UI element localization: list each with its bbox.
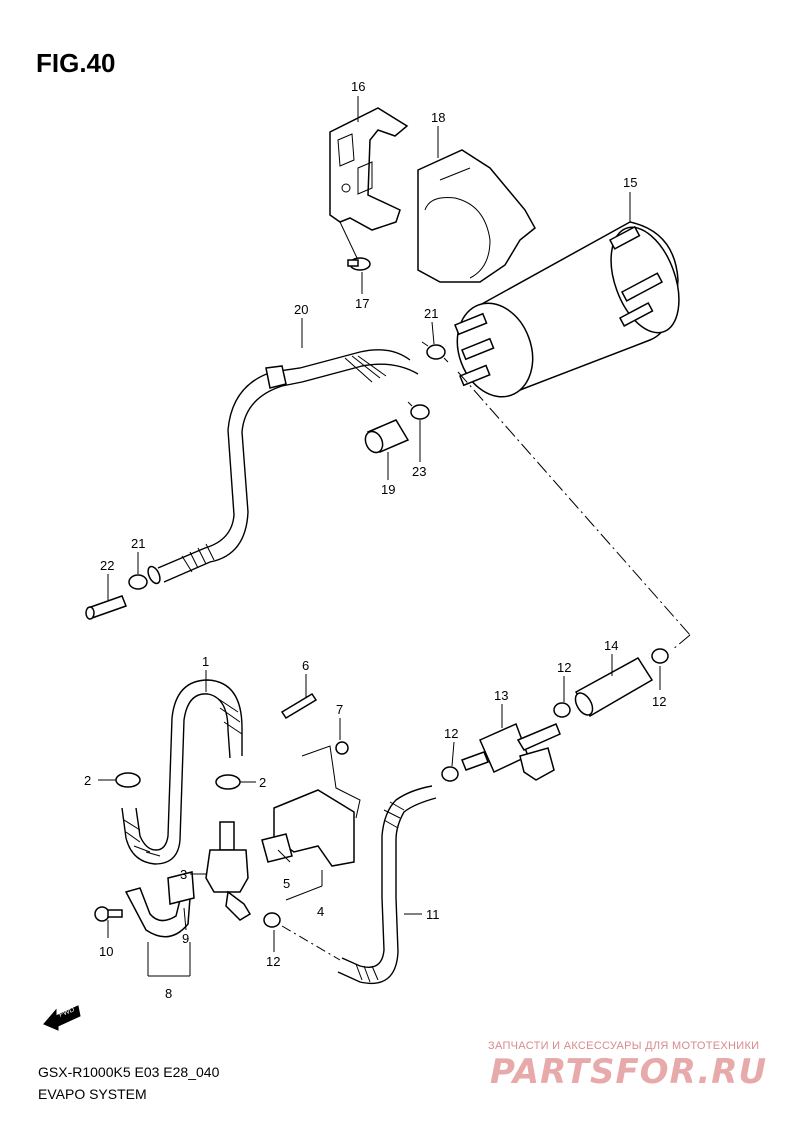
pin-6[interactable] bbox=[280, 692, 318, 720]
bolt-10[interactable] bbox=[94, 906, 123, 922]
clamp-21-bottom[interactable] bbox=[128, 574, 148, 590]
leader-lines bbox=[98, 96, 661, 977]
callout-10: 10 bbox=[99, 944, 113, 959]
cover-18[interactable] bbox=[417, 149, 536, 283]
clamp-12-b[interactable] bbox=[263, 912, 281, 928]
model-code: GSX-R1000K5 E03 E28_040 bbox=[38, 1064, 220, 1080]
clamp-12-c[interactable] bbox=[553, 702, 571, 718]
callout-5: 5 bbox=[283, 876, 290, 891]
hose-20[interactable] bbox=[146, 349, 419, 585]
system-name: EVAPO SYSTEM bbox=[38, 1086, 147, 1102]
clamp-21-top[interactable] bbox=[421, 341, 449, 363]
callout-12-d: 12 bbox=[652, 694, 666, 709]
watermark-caption: ЗАПЧАСТИ И АКСЕССУАРЫ ДЛЯ МОТОТЕХНИКИ bbox=[488, 1040, 760, 1052]
clamp-2-left[interactable] bbox=[115, 772, 141, 788]
callout-20: 20 bbox=[294, 302, 308, 317]
callout-1: 1 bbox=[202, 654, 209, 669]
callout-13: 13 bbox=[494, 688, 508, 703]
clip-9[interactable] bbox=[167, 871, 195, 905]
callout-17: 17 bbox=[355, 296, 369, 311]
washer-7[interactable] bbox=[335, 741, 349, 755]
callout-12-b: 12 bbox=[266, 954, 280, 969]
callout-12-c: 12 bbox=[557, 660, 571, 675]
callout-2-left: 2 bbox=[84, 773, 91, 788]
callout-22: 22 bbox=[100, 558, 114, 573]
hose-14[interactable] bbox=[572, 657, 654, 718]
bracket-16[interactable] bbox=[329, 107, 409, 231]
screw-17[interactable] bbox=[339, 221, 371, 271]
callout-14: 14 bbox=[604, 638, 618, 653]
callout-12-a: 12 bbox=[444, 726, 458, 741]
callout-16: 16 bbox=[351, 79, 365, 94]
callout-19: 19 bbox=[381, 482, 395, 497]
clamp-2-right[interactable] bbox=[215, 774, 241, 790]
figure-title: FIG.40 bbox=[36, 48, 116, 78]
valve-3[interactable] bbox=[205, 821, 252, 921]
fwd-arrow-icon: FWD bbox=[43, 1005, 81, 1031]
callout-7: 7 bbox=[336, 702, 343, 717]
callout-8: 8 bbox=[165, 986, 172, 1001]
callout-labels: 16 18 15 17 20 21 23 19 22 21 1 6 7 2 2 … bbox=[84, 79, 666, 1001]
canister-15[interactable] bbox=[445, 218, 692, 407]
callout-9: 9 bbox=[182, 931, 189, 946]
callout-6: 6 bbox=[302, 658, 309, 673]
callout-21-bottom: 21 bbox=[131, 536, 145, 551]
callout-4: 4 bbox=[317, 904, 324, 919]
hose-11[interactable] bbox=[337, 785, 437, 984]
hose-1[interactable] bbox=[121, 679, 243, 865]
callout-2-right: 2 bbox=[259, 775, 266, 790]
connection-line-3 bbox=[281, 925, 341, 961]
callout-11: 11 bbox=[426, 907, 440, 922]
clamp-23[interactable] bbox=[407, 401, 430, 420]
joint-22[interactable] bbox=[85, 595, 127, 620]
callout-3: 3 bbox=[180, 867, 187, 882]
valve-13[interactable] bbox=[461, 722, 561, 781]
plug-19[interactable] bbox=[362, 419, 410, 455]
watermark-logo: PARTSFOR.RU bbox=[490, 1052, 768, 1092]
callout-15: 15 bbox=[623, 175, 637, 190]
callout-23: 23 bbox=[412, 464, 426, 479]
connection-line bbox=[457, 371, 691, 636]
clamp-12-d[interactable] bbox=[651, 648, 669, 664]
connection-line-2 bbox=[671, 634, 691, 651]
clamp-12-a[interactable] bbox=[441, 766, 459, 782]
clip-5[interactable] bbox=[261, 833, 293, 863]
callout-21-top: 21 bbox=[424, 306, 438, 321]
callout-18: 18 bbox=[431, 110, 445, 125]
